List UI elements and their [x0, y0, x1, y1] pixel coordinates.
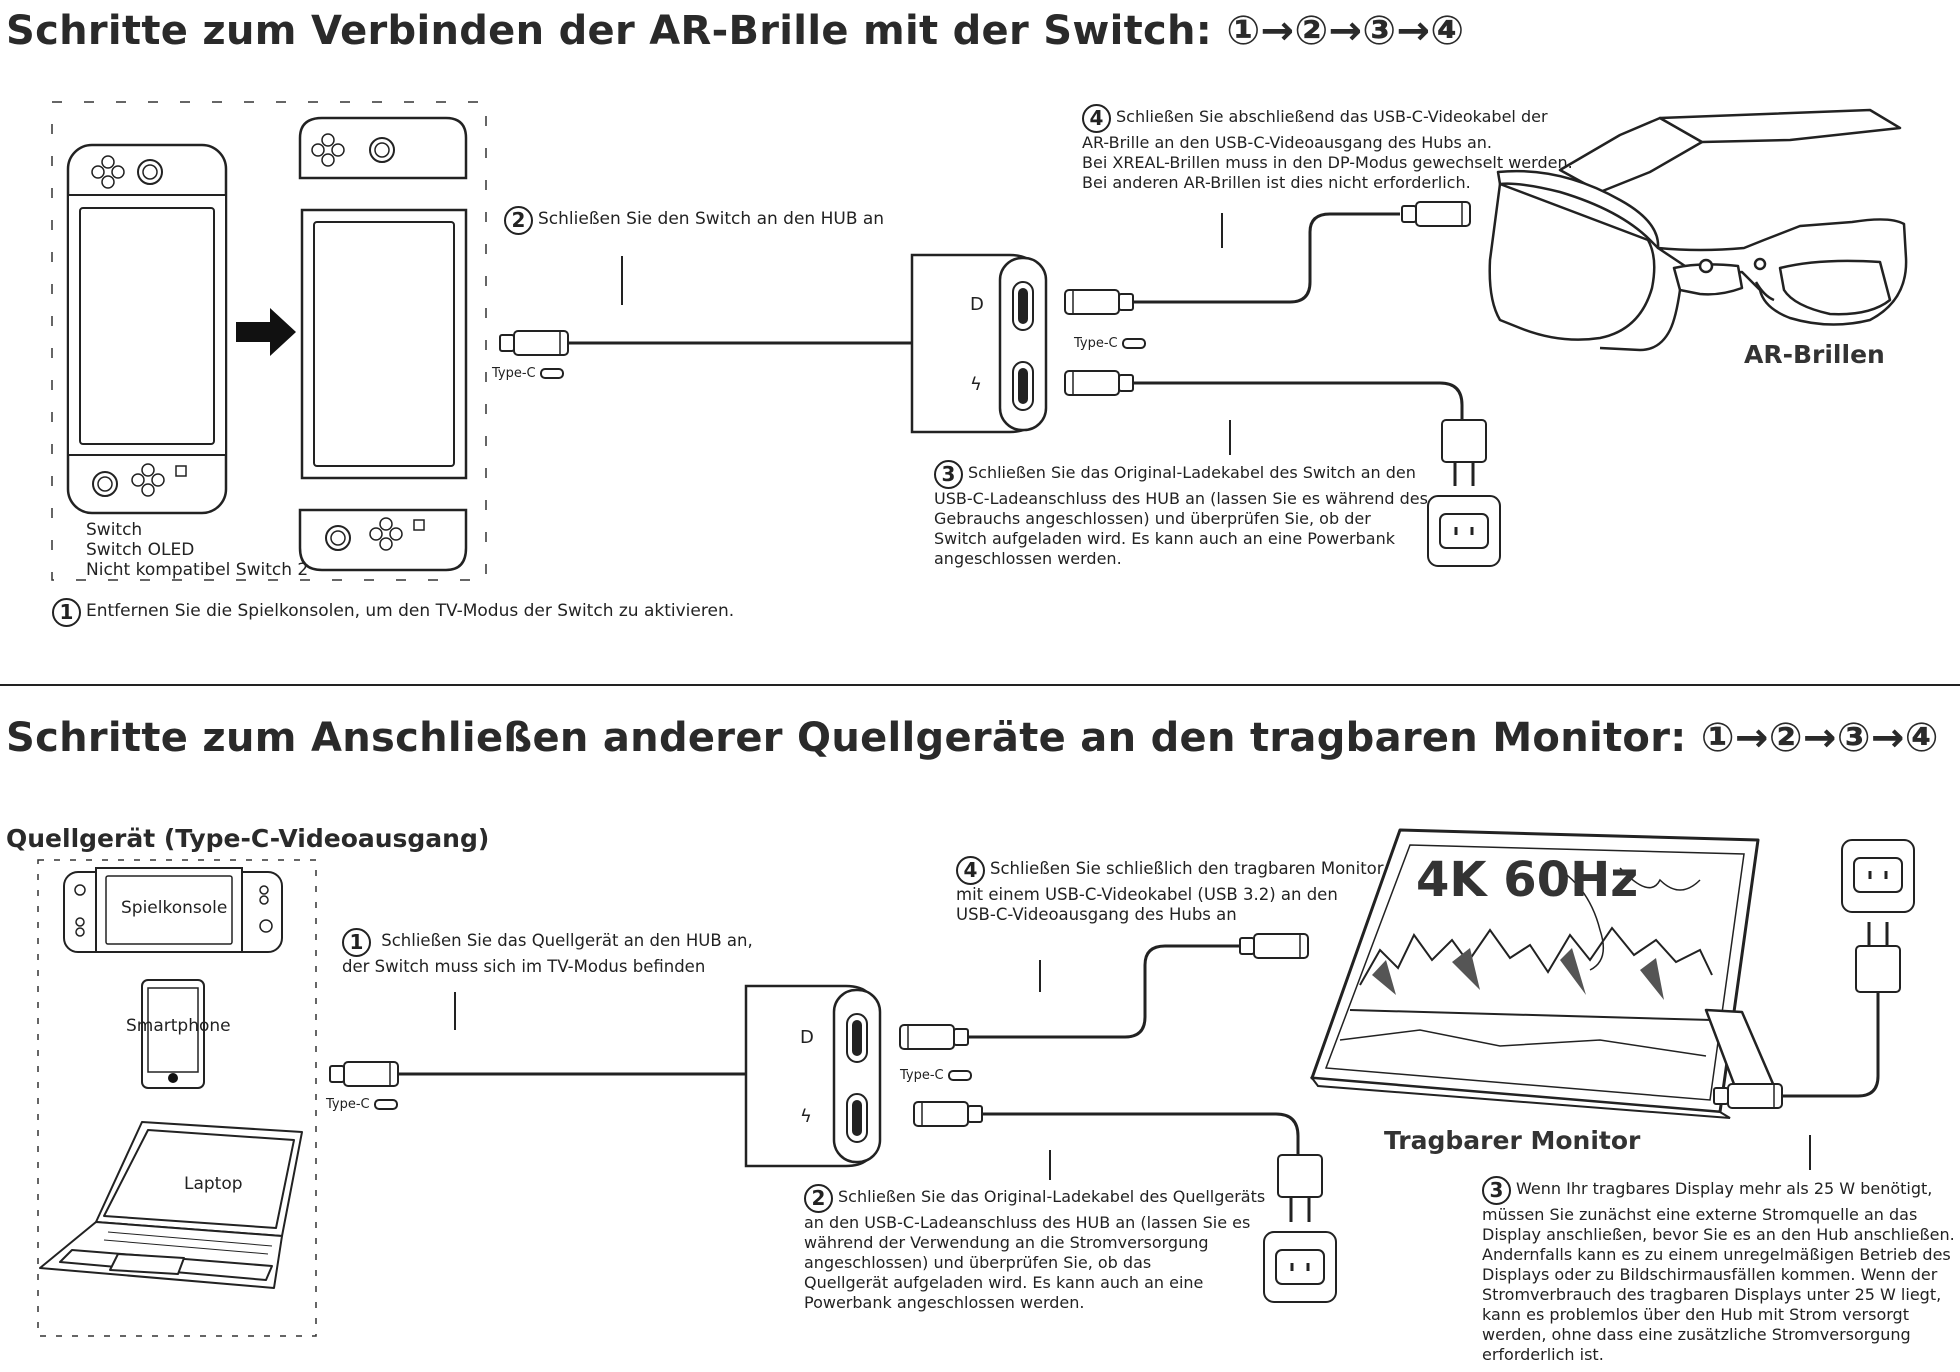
svg-text:D: D — [800, 1027, 814, 1048]
arrow-right-icon — [236, 308, 296, 356]
charge-cable-2 — [913, 1101, 1337, 1303]
usb-c-port-icon — [539, 368, 564, 379]
step-number: 3 — [1482, 1176, 1511, 1205]
ar-glasses-label: AR-Brillen — [1744, 340, 1885, 369]
step3-line: Wenn Ihr tragbares Display mehr als 25 W… — [1516, 1179, 1933, 1198]
section2-step3: 3 Wenn Ihr tragbares Display mehr als 25 … — [1482, 1176, 1955, 1365]
step-number: 2 — [804, 1184, 833, 1213]
section2-step2: 2 Schließen Sie das Original-Ladekabel de… — [804, 1184, 1265, 1313]
monitor-power-cable — [1713, 839, 1915, 1109]
step3-line: Andernfalls kann es zu einem unregelmäßi… — [1482, 1245, 1951, 1264]
source-dashed-box — [37, 859, 317, 1337]
step3-line: Stromverbrauch des tragbaren Displays un… — [1482, 1285, 1942, 1304]
step3-line: USB-C-Ladeanschluss des HUB an (lassen S… — [934, 489, 1428, 508]
step3-line: Displays oder zu Bildschirmausfällen kom… — [1482, 1265, 1938, 1284]
section2-step4: 4 Schließen Sie schließlich den tragbaren… — [956, 856, 1384, 925]
ar-glasses-illustration — [1488, 108, 1908, 352]
laptop-illustration — [39, 1121, 303, 1289]
step3-line: Schließen Sie das Original-Ladekabel des… — [968, 463, 1416, 482]
switch-console-illustration — [66, 143, 228, 515]
game-console-illustration — [63, 867, 283, 953]
monitor-screen-text: 4K 60Hz — [1416, 852, 1639, 908]
step3-line: werden, ohne dass eine zusätzliche Strom… — [1482, 1325, 1911, 1344]
charge-cable-1 — [1064, 370, 1501, 567]
switch-detached-illustration — [298, 116, 468, 572]
console-label-switch2: Nicht kompatibel Switch 2 — [86, 560, 309, 580]
portable-monitor-illustration — [1309, 828, 1782, 1119]
console-dashed-box — [51, 101, 487, 581]
typec-label-hub: Type-C — [1074, 336, 1146, 351]
usb-c-port-icon — [947, 1070, 972, 1081]
monitor-label: Tragbarer Monitor — [1384, 1126, 1641, 1155]
device-label-console: Spielkonsole — [121, 898, 228, 918]
typec-label-text: Type-C — [492, 366, 536, 381]
step3-line: erforderlich ist. — [1482, 1345, 1604, 1364]
step4-line: mit einem USB-C-Videokabel (USB 3.2) an … — [956, 885, 1338, 904]
step4-line: USB-C-Videoausgang des Hubs an — [956, 905, 1237, 924]
step4-line: Bei XREAL-Brillen muss in den DP-Modus g… — [1082, 153, 1573, 172]
step1-line: der Switch muss sich im TV-Modus befinde… — [342, 957, 706, 976]
section-divider — [0, 684, 1960, 686]
step3-line: angeschlossen werden. — [934, 549, 1122, 568]
step4-line: AR-Brille an den USB-C-Videoausgang des … — [1082, 133, 1492, 152]
step2-line: während der Verwendung an die Stromverso… — [804, 1233, 1209, 1252]
section2-title: Schritte zum Anschließen anderer Quellge… — [6, 715, 1939, 761]
typec-label-text: Type-C — [1074, 336, 1118, 351]
typec-label-hub-2: Type-C — [900, 1068, 972, 1083]
step4-line: Bei anderen AR-Brillen ist dies nicht er… — [1082, 173, 1471, 192]
usb-c-port-icon — [373, 1099, 398, 1110]
video-cable-monitor — [899, 933, 1309, 1050]
device-label-smartphone: Smartphone — [126, 1016, 231, 1036]
usb-c-port-icon — [1121, 338, 1146, 349]
step2-line: Quellgerät aufgeladen wird. Es kann auch… — [804, 1273, 1204, 1292]
step2-text: Schließen Sie den Switch an den HUB an — [538, 209, 885, 229]
section1-title: Schritte zum Verbinden der AR-Brille mit… — [6, 8, 1465, 54]
typec-cable-switch — [499, 330, 912, 356]
step4-line: Schließen Sie abschließend das USB-C-Vid… — [1116, 107, 1548, 126]
section1-step3: 3 Schließen Sie das Original-Ladekabel de… — [934, 460, 1428, 569]
typec-cable-source — [329, 1061, 746, 1087]
console-labels: Switch Switch OLED Nicht kompatibel Swit… — [86, 520, 308, 580]
step3-line: kann es problemlos über den Hub mit Stro… — [1482, 1305, 1909, 1324]
typec-label-left: Type-C — [492, 366, 564, 381]
step-number: 3 — [934, 460, 963, 489]
console-label-oled: Switch OLED — [86, 540, 195, 560]
device-label-laptop: Laptop — [184, 1174, 243, 1194]
step2-line: Schließen Sie das Original-Ladekabel des… — [838, 1187, 1266, 1206]
typec-label-text: Type-C — [326, 1097, 370, 1112]
step4-line: Schließen Sie schließlich den tragbaren … — [990, 859, 1384, 878]
step1-line: Schließen Sie das Quellgerät an den HUB … — [381, 931, 753, 950]
typec-label-text: Type-C — [900, 1068, 944, 1083]
svg-text:D: D — [970, 294, 984, 315]
step-number: 1 — [52, 598, 81, 627]
section1-step4: 4 Schließen Sie abschließend das USB-C-Vi… — [1082, 104, 1573, 193]
usb-c-hub-2: D ϟ — [744, 984, 882, 1168]
step-number: 4 — [956, 856, 985, 885]
step3-line: Display anschließen, bevor Sie es an den… — [1482, 1225, 1955, 1244]
step2-line: angeschlossen) und überprüfen Sie, ob da… — [804, 1253, 1152, 1272]
step2-line: Powerbank angeschlossen werden. — [804, 1293, 1085, 1312]
video-cable-glasses — [1064, 201, 1471, 315]
smartphone-illustration — [141, 979, 205, 1089]
step3-line: Switch aufgeladen wird. Es kann auch an … — [934, 529, 1395, 548]
console-label-switch: Switch — [86, 520, 143, 540]
usb-c-hub: D ϟ — [910, 253, 1048, 434]
source-heading: Quellgerät (Type-C-Videoausgang) — [6, 824, 490, 853]
svg-text:ϟ: ϟ — [800, 1106, 812, 1127]
step1-text: Entfernen Sie die Spielkonsolen, um den … — [86, 601, 735, 621]
svg-text:ϟ: ϟ — [970, 374, 982, 395]
typec-label-left-2: Type-C — [326, 1097, 398, 1112]
step-number: 1 — [342, 928, 371, 957]
step-number: 4 — [1082, 104, 1111, 133]
step3-line: Gebrauchs angeschlossen) und überprüfen … — [934, 509, 1371, 528]
step2-line: an den USB-C-Ladeanschluss des HUB an (l… — [804, 1213, 1251, 1232]
section2-step1: 1 Schließen Sie das Quellgerät an den HU… — [342, 928, 753, 977]
step3-line: müssen Sie zunächst eine externe Stromqu… — [1482, 1205, 1918, 1224]
step-number: 2 — [504, 206, 533, 235]
